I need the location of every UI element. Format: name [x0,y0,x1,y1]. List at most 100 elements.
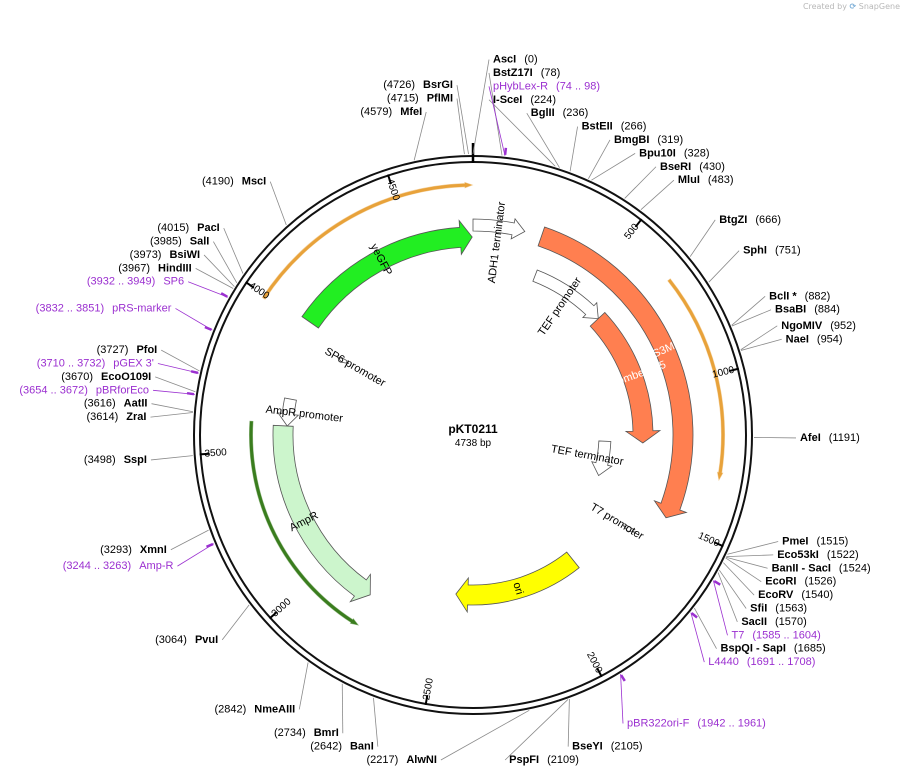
site-pmei[interactable]: PmeI(1515) [727,535,848,555]
feature-arrow[interactable] [537,226,694,519]
site-label[interactable]: BspQI - SapI(1685) [721,643,826,655]
site-bseri[interactable]: BseRI(430) [624,161,725,199]
feature-arrow[interactable] [272,424,371,603]
primer-label[interactable]: (3710 .. 3732)pGEX 3' [37,357,154,369]
site-label[interactable]: (3973)BsiWI [130,249,200,261]
site-label[interactable]: (3985)SalI [150,235,209,247]
feature-t7-promoter[interactable]: T7 promoter [588,501,646,542]
site-label[interactable]: (4190)MscI [202,176,266,188]
feature-ori[interactable]: ori [455,551,580,614]
site-label[interactable]: (4726)BsrGI [383,79,453,91]
site-label[interactable]: (4579)MfeI [360,106,422,118]
site-bani[interactable]: (2642)BanI [310,697,379,753]
site-label[interactable]: SacII(1570) [741,616,806,628]
site-pspfi[interactable]: PspFI(2109) [504,699,579,766]
site-bspqi-sapi[interactable]: BspQI - SapI(1685) [693,607,826,655]
site-layer[interactable]: AscI(0)BstZ17I(78)I-SceI(224)BglII(236)B… [61,53,870,765]
site-label[interactable]: (2734)BmrI [274,727,339,739]
site-label[interactable]: SphI(751) [743,245,801,257]
primer-label[interactable]: T7(1585 .. 1604) [731,629,820,641]
site-bsteii[interactable]: BstEII(266) [569,120,647,172]
site-sacii[interactable]: SacII(1570) [717,572,807,628]
feature-arrow[interactable] [455,551,580,614]
site-bmgbi[interactable]: BmgBI(319) [588,134,683,179]
site-bstz17i[interactable]: BstZ17I(78) [488,67,560,156]
site-label[interactable]: BglII(236) [531,107,589,119]
site-banii-saci[interactable]: BanII - SacI(1524) [725,556,871,574]
site-label[interactable]: EcoRI(1526) [765,576,836,588]
site-label[interactable]: BsaBI(884) [775,304,840,316]
primer-phyblex-r[interactable]: pHybLex-R(74 .. 98) [488,80,600,156]
site-afei[interactable]: AfeI(1191) [753,432,860,444]
primer-label[interactable]: L4440(1691 .. 1708) [708,656,815,668]
site-label[interactable]: BseRI(430) [660,161,725,173]
site-bsrgi[interactable]: (4726)BsrGI [383,79,469,155]
site-alwni[interactable]: (2217)AlwNI [367,709,530,766]
site-i-scei[interactable]: I-SceI(224) [488,94,556,167]
site-mfei[interactable]: (4579)MfeI [360,106,427,161]
feature-tef-terminator[interactable]: TEF terminator [550,440,625,477]
site-label[interactable]: (3293)XmnI [100,544,167,556]
site-naei[interactable]: NaeI(954) [740,333,843,351]
site-label[interactable]: BmgBI(319) [614,134,683,146]
site-label[interactable]: NgoMIV(952) [781,320,856,332]
primer-label[interactable]: (3932 .. 3949)SP6 [87,276,184,288]
feature-adh1-terminator[interactable]: ADH1 terminator [472,201,526,284]
site-label[interactable]: Eco53kI(1522) [777,549,858,561]
feature-ampr-promoter[interactable]: AmpR promoter [265,397,344,427]
primer-l4440[interactable]: L4440(1691 .. 1708) [690,612,816,668]
feature-his3mx6[interactable]: HIS3MX6 [537,226,694,519]
site-label[interactable]: (2842)NmeAIII [214,703,295,715]
site-sspi[interactable]: (3498)SspI [84,454,193,466]
site-label[interactable]: BclI *(882) [769,290,830,302]
site-label[interactable]: BanII - SacI(1524) [772,562,871,574]
site-bsiwi[interactable]: (3973)BsiWI [130,249,235,287]
site-hindiii[interactable]: (3967)HindIII [118,262,234,289]
site-sfii[interactable]: SfiI(1563) [719,569,807,614]
site-paci[interactable]: (4015)PacI [157,222,244,274]
primer-label[interactable]: (3244 .. 3263)Amp-R [63,560,174,572]
feature-arrow[interactable] [591,440,613,477]
site-label[interactable]: NaeI(954) [786,333,843,345]
site-bseyi[interactable]: BseYI(2105) [567,698,643,753]
site-label[interactable]: I-SceI(224) [493,94,556,106]
site-bglii[interactable]: BglII(236) [526,107,589,168]
feature-yegfp[interactable]: yeGFP [301,219,473,329]
feature-arrow[interactable] [472,217,526,240]
site-aatii[interactable]: (3616)AatII [84,398,194,413]
site-label[interactable]: BseYI(2105) [572,741,642,753]
site-label[interactable]: (3614)ZraI [87,411,147,423]
site-label[interactable]: (3670)EcoO109I [61,371,151,383]
feature-arrow[interactable] [301,219,473,329]
site-label[interactable]: BstEII(266) [582,120,647,132]
feature-arrow[interactable] [277,397,300,427]
site-nmeaiii[interactable]: (2842)NmeAIII [214,662,309,716]
primer-layer[interactable]: pHybLex-R(74 .. 98) T7(1585 .. 1604) L4440… [19,80,820,729]
site-xmni[interactable]: (3293)XmnI [100,529,209,556]
site-label[interactable]: EcoRV(1540) [758,589,833,601]
primer-label[interactable]: pBR322ori-F(1942 .. 1961) [627,717,766,729]
site-bpu10i[interactable]: Bpu10I(328) [591,147,710,181]
feature-arrow[interactable] [622,524,636,533]
site-mlui[interactable]: MluI(483) [640,174,734,210]
primer-t7[interactable]: T7(1585 .. 1604) [712,579,821,642]
site-label[interactable]: (4715)PflMI [387,92,453,104]
primer-label[interactable]: (3832 .. 3851)pRS-marker [36,302,172,314]
site-label[interactable]: Bpu10I(328) [639,147,709,159]
site-eco53ki[interactable]: Eco53kI(1522) [726,549,859,561]
site-sali[interactable]: (3985)SalI [150,235,238,284]
feature-ampr[interactable]: AmpR [272,424,371,603]
site-label[interactable]: BtgZI(666) [719,214,781,226]
site-bmri[interactable]: (2734)BmrI [274,683,344,739]
site-label[interactable]: SfiI(1563) [750,602,807,614]
feature-tef-promoter[interactable]: TEF promoter [532,269,599,338]
site-msci[interactable]: (4190)MscI [202,176,287,226]
feature-arrow[interactable] [589,311,662,444]
site-label[interactable]: BstZ17I(78) [493,67,560,79]
site-bcli-[interactable]: BclI *(882) [731,290,831,326]
site-pvui[interactable]: (3064)PvuI [155,604,250,646]
primer-pbrforeco[interactable]: (3654 .. 3672)pBRforEco [19,384,195,396]
site-label[interactable]: (3064)PvuI [155,634,218,646]
